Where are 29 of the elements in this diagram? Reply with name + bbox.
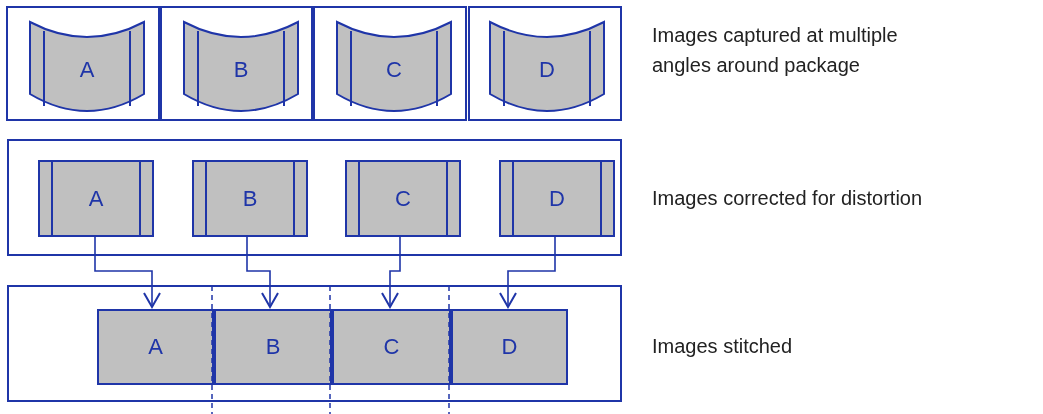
tile-letter: D [549,187,565,210]
tile-letter: C [383,336,400,358]
tile-letter: B [265,336,281,358]
tile-letter: B [242,187,258,210]
tile-letter: C [386,59,402,81]
row-frame [7,285,622,402]
tile-letter: C [395,187,411,210]
row-caption: Images stitched [652,334,794,359]
row-caption: Images captured at multiple angles around package [652,23,899,78]
row-frame [7,139,622,256]
panel-frame [313,6,467,121]
arrow [246,234,279,308]
tile-letter: A [79,59,95,81]
stitched-segment [214,309,332,385]
tile-letter: A [148,336,163,358]
stitched-segment [332,309,451,385]
stitched-segment [97,309,214,385]
tile-letter: D [501,336,518,358]
panel-frame [160,6,313,121]
row-caption: Images corrected for distortion [652,186,924,211]
tile-letter: D [539,59,555,81]
tile-letter: A [88,187,104,210]
stitched-segment [451,309,568,385]
panel-frame [468,6,622,121]
panel-frame [6,6,160,121]
arrow [94,234,161,308]
arrow [381,234,401,308]
tile-letter: B [233,59,249,81]
arrow [499,234,556,308]
